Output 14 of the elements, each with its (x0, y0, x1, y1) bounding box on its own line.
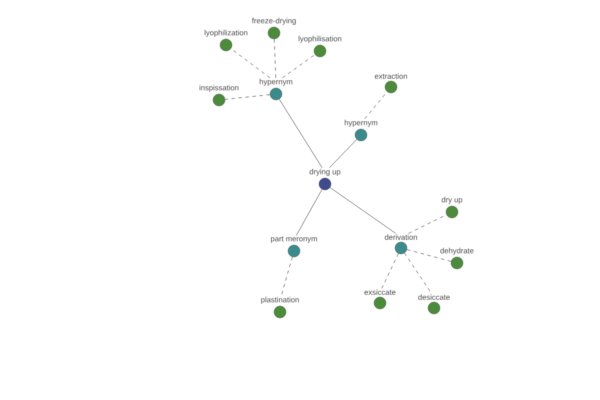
connector-line (274, 38, 276, 78)
connector-line (281, 256, 293, 296)
connector-line (404, 252, 432, 294)
connector-line (230, 48, 270, 78)
connector-line (382, 253, 399, 289)
connector-line (279, 99, 322, 168)
connector-line (329, 139, 357, 168)
connector-line (330, 187, 396, 234)
connector-line (224, 94, 270, 100)
connector-line (408, 214, 447, 234)
connector-line (296, 189, 322, 236)
connector-line (282, 54, 316, 78)
connector-line (406, 249, 452, 262)
connector-line (364, 92, 388, 120)
